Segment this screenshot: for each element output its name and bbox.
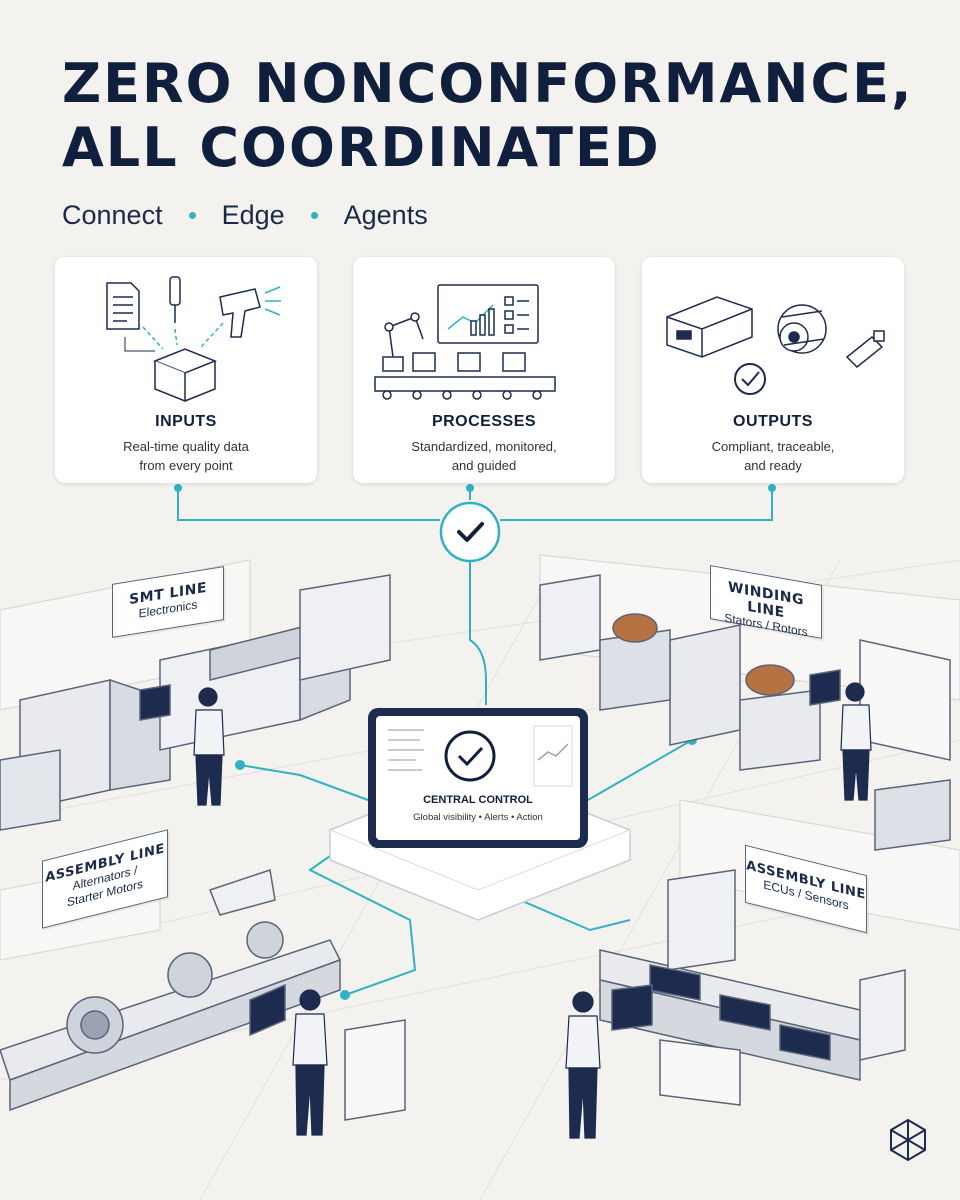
outputs-title: OUTPUTS [733, 413, 813, 430]
alternator-assembly-machines [0, 869, 406, 1121]
smt-worker [193, 687, 225, 806]
separator-dot [188, 212, 196, 219]
document-icon [106, 282, 140, 330]
card-connector-lines [177, 488, 773, 705]
connector-icon [845, 330, 885, 369]
ecu-icon [666, 296, 753, 358]
title-line-1: ZERO NONCONFORMANCE, [62, 52, 914, 115]
inputs-title: INPUTS [155, 413, 217, 430]
logo-icon [890, 1118, 926, 1162]
check-node-icon [439, 501, 501, 563]
control-screen-graphics [388, 725, 573, 787]
tag-connect: Connect [62, 200, 163, 230]
page-title: ZERO NONCONFORMANCE, ALL COORDINATED [62, 52, 913, 180]
processes-title: PROCESSES [431, 413, 537, 430]
tag-agents: Agents [343, 200, 428, 230]
title-line-2: ALL COORDINATED [62, 116, 661, 179]
processes-card: PROCESSES Standardized, monitored,and gu… [353, 257, 615, 483]
processes-illustration [374, 284, 556, 400]
winding-line-machines [539, 574, 951, 851]
separator-dot [310, 212, 318, 219]
outputs-illustration [666, 296, 885, 395]
ecu-assembly-machines [599, 869, 906, 1106]
outputs-card: OUTPUTS Compliant, traceable,and ready [642, 257, 904, 483]
probe-icon [169, 276, 181, 323]
motor-icon [777, 304, 827, 354]
central-control-title: CENTRAL CONTROL [423, 794, 533, 806]
processes-description: Standardized, monitored,and guided [411, 439, 557, 473]
central-control-subtitle: Global visibility • Alerts • Action [413, 812, 543, 823]
ecu-worker [565, 991, 601, 1139]
winding-worker [840, 682, 872, 801]
central-control-monitor: CENTRAL CONTROL Global visibility • Aler… [368, 708, 588, 848]
check-icon [734, 363, 766, 395]
box-icon [152, 348, 218, 403]
tag-edge: Edge [221, 200, 285, 230]
dashboard-icon [437, 284, 539, 344]
conveyor-icon [374, 352, 556, 400]
scanner-icon [219, 286, 281, 338]
inputs-illustration [106, 276, 281, 403]
check-icon [444, 730, 496, 782]
central-control-screen: CENTRAL CONTROL Global visibility • Aler… [376, 716, 580, 840]
tagline: Connect Edge Agents [62, 200, 428, 231]
outputs-description: Compliant, traceable,and ready [711, 439, 835, 473]
alternator-worker [292, 989, 328, 1136]
robot-arm-icon [382, 312, 424, 372]
